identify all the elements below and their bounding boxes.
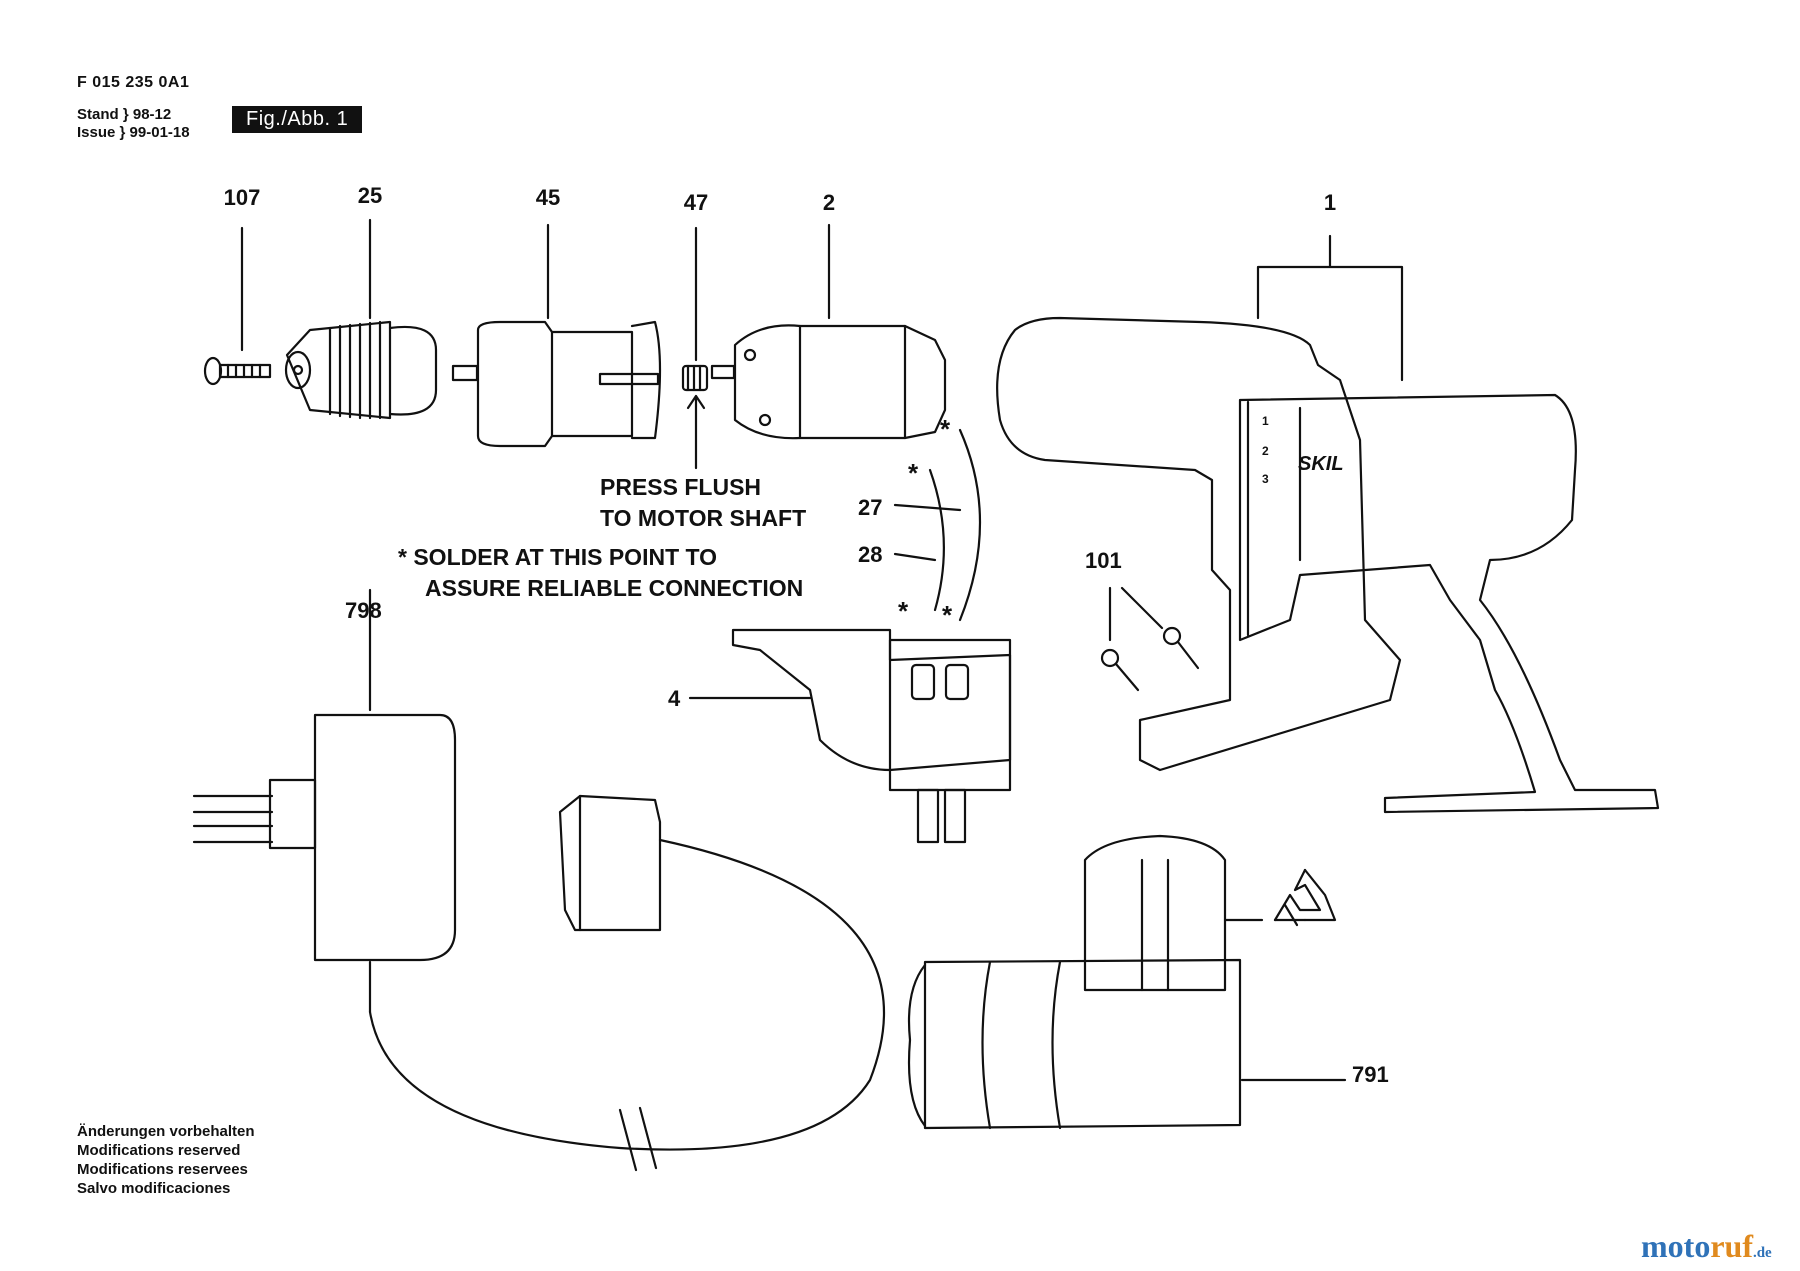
- part-45-gearbox: [451, 223, 662, 448]
- part-label-791: 791: [1352, 1062, 1389, 1087]
- part-label-107: 107: [224, 185, 261, 210]
- part-791-battery: [907, 834, 1347, 1130]
- part-2-motor: [710, 223, 947, 440]
- part-label-27: 27: [858, 495, 882, 520]
- part-798-charger: [192, 588, 886, 1172]
- watermark-part-3: .de: [1752, 1245, 1772, 1261]
- watermark-part-2: ruf: [1710, 1228, 1753, 1264]
- part-1-housing: [996, 234, 1660, 814]
- part-label-28: 28: [858, 542, 882, 567]
- solder-note-line-2: ASSURE RELIABLE CONNECTION: [425, 575, 803, 601]
- speed-mark-2: 2: [1262, 444, 1269, 458]
- recycle-icon: [1273, 868, 1337, 927]
- solder-point-marker: *: [940, 414, 951, 444]
- part-label-25: 25: [358, 183, 382, 208]
- note-line: Modifications reserved: [77, 1142, 241, 1159]
- part-47-pinion: [681, 226, 709, 470]
- note-line: Modifications reservees: [77, 1161, 248, 1178]
- part-label-2: 2: [823, 190, 835, 215]
- revision-block: Stand } 98-12 Issue } 99-01-18: [77, 106, 190, 141]
- document-number: F 015 235 0A1: [77, 74, 190, 91]
- part-label-4: 4: [668, 686, 681, 711]
- charger-plug-connector: [558, 794, 662, 932]
- watermark-logo[interactable]: motoruf.de: [1641, 1228, 1772, 1265]
- speed-mark-1: 1: [1262, 414, 1269, 428]
- part-label-1: 1: [1324, 190, 1336, 215]
- solder-point-marker: *: [908, 458, 919, 488]
- part-label-101: 101: [1085, 548, 1122, 573]
- solder-note-line-1: * SOLDER AT THIS POINT TO: [398, 544, 717, 570]
- issue-value: 99-01-18: [129, 124, 190, 141]
- stand-label: Stand: [77, 106, 119, 123]
- solder-point-marker: *: [898, 596, 909, 626]
- part-4-switch: [688, 628, 1012, 844]
- press-flush-line-1: PRESS FLUSH: [600, 474, 761, 500]
- part-25-chuck: [284, 218, 438, 420]
- note-line: Änderungen vorbehalten: [77, 1123, 255, 1140]
- watermark-part-1: moto: [1641, 1228, 1711, 1264]
- brand-logo-skil: SKIL: [1298, 453, 1344, 475]
- solder-point-marker: *: [942, 600, 953, 630]
- speed-mark-3: 3: [1262, 472, 1269, 486]
- part-27-28-wires: [893, 428, 982, 622]
- figure-label: Fig./Abb. 1: [232, 106, 363, 133]
- part-101-screws: [1100, 586, 1200, 692]
- part-107-screw: [203, 226, 272, 386]
- part-label-45: 45: [536, 185, 560, 210]
- part-label-47: 47: [684, 190, 708, 215]
- modifications-notice: Änderungen vorbehalten Modifications res…: [77, 1122, 255, 1198]
- stand-value: 98-12: [132, 106, 172, 123]
- press-flush-line-2: TO MOTOR SHAFT: [600, 505, 806, 531]
- issue-label: Issue: [77, 124, 116, 141]
- part-label-798: 798: [345, 598, 382, 623]
- note-line: Salvo modificaciones: [77, 1180, 231, 1197]
